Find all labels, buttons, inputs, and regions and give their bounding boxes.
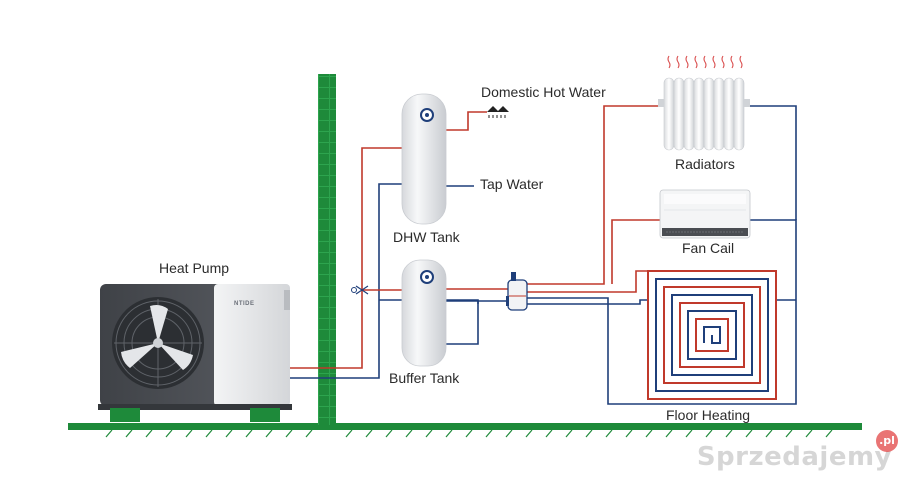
dhw-tank-label: DHW Tank <box>393 229 461 245</box>
radiator <box>658 77 750 151</box>
watermark-text: Sprzedajemy <box>696 442 892 472</box>
fan-icon <box>112 297 204 389</box>
cold-pipe-buffer-return <box>446 300 479 345</box>
heat-pump-brand: NTIDE <box>234 301 255 307</box>
heat-pump-label: Heat Pump <box>159 260 229 276</box>
shower-icon <box>487 106 509 118</box>
cold-pipe-radiators <box>750 105 797 220</box>
manifold-icon <box>506 272 528 311</box>
wall <box>318 74 336 425</box>
cold-pipe-main-return <box>527 219 797 405</box>
ground <box>68 423 862 438</box>
hot-pipe-radiators <box>527 105 660 285</box>
hot-pipe-fan-coil <box>611 219 660 284</box>
hot-pipe-dhw-out <box>446 111 487 131</box>
hot-pipe-floor <box>527 270 648 293</box>
fan-coil-label: Fan Cail <box>682 240 734 256</box>
valve-icon <box>351 285 369 295</box>
fan-coil-unit <box>659 189 751 239</box>
dhw-tank <box>401 93 447 225</box>
tap-water-label: Tap Water <box>480 176 544 192</box>
cold-pipe-hp-to-dhw <box>289 183 402 379</box>
floor-heating-label: Floor Heating <box>666 407 750 423</box>
buffer-tank-label: Buffer Tank <box>389 370 460 386</box>
heat-pump-unit: NTIDE <box>98 284 292 422</box>
heat-waves-icon <box>667 55 743 69</box>
domestic-hot-water-label: Domestic Hot Water <box>481 84 606 100</box>
radiators-label: Radiators <box>675 156 735 172</box>
hot-pipe-hp-to-dhw <box>289 147 402 369</box>
pipes <box>289 105 797 405</box>
watermark-badge: .pl <box>876 430 898 452</box>
floor-heating-loop <box>647 270 777 400</box>
buffer-tank <box>401 259 447 367</box>
cold-pipe-floor <box>527 299 648 305</box>
